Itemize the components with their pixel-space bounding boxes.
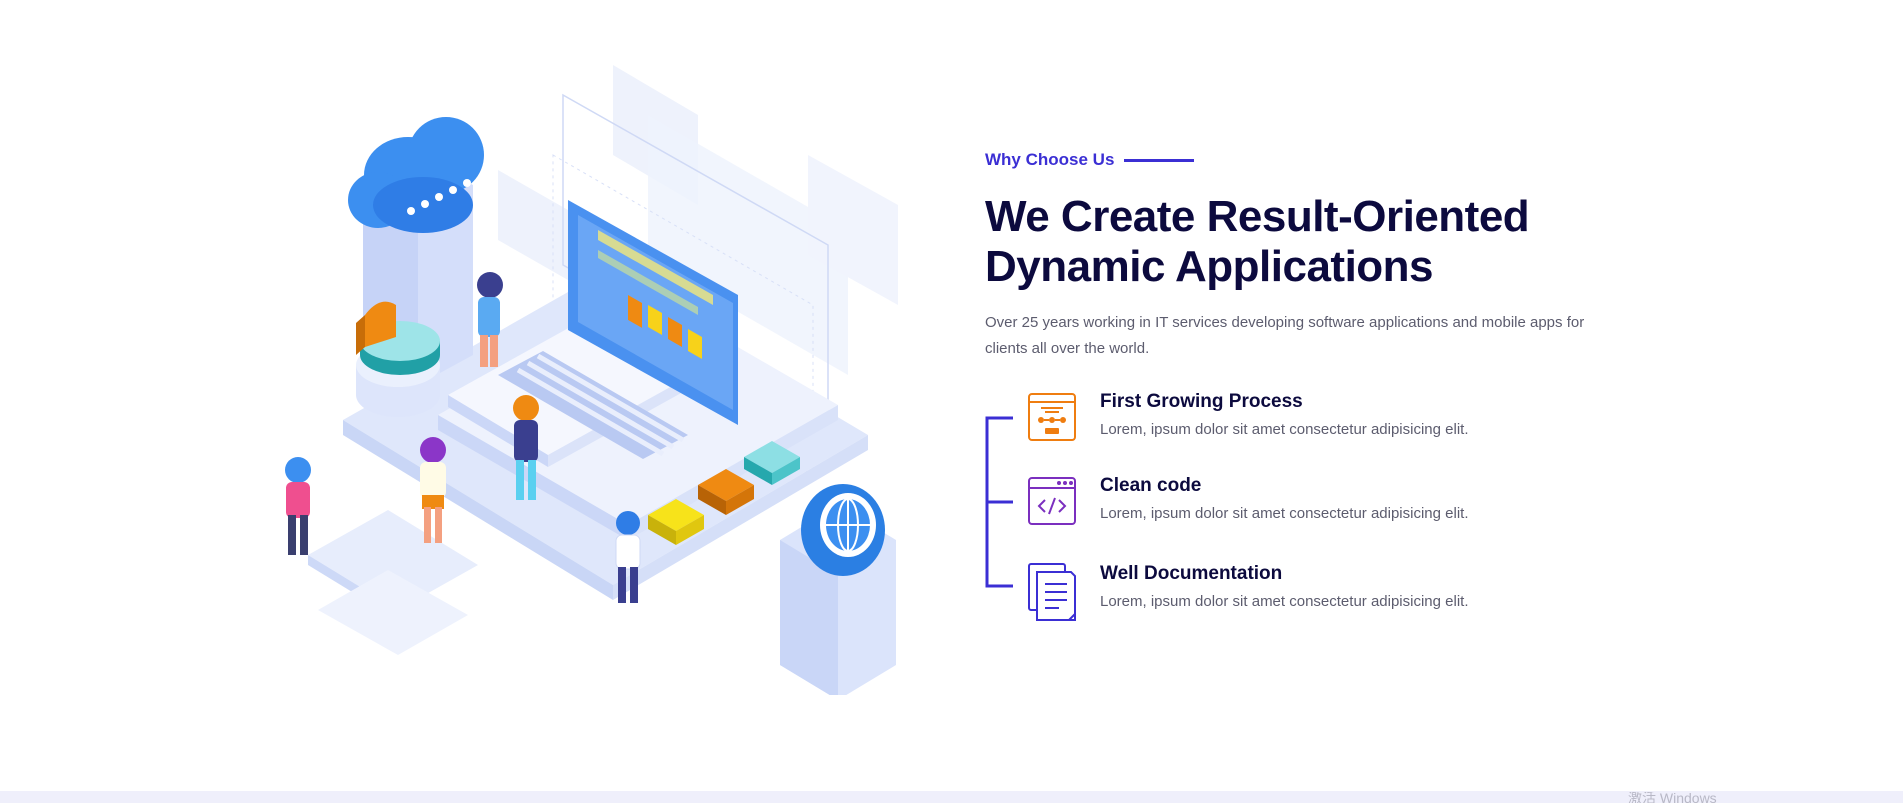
code-window-icon — [1028, 477, 1076, 525]
person-figure — [477, 272, 503, 367]
laptop-screen — [568, 200, 738, 425]
person-figure — [513, 395, 539, 500]
feature-item-clean-code: Clean code Lorem, ipsum dolor sit amet c… — [1025, 474, 1585, 534]
eyebrow-label: Why Choose Us — [985, 150, 1115, 169]
feature-title: Well Documentation — [1100, 563, 1283, 584]
feature-description: Lorem, ipsum dolor sit amet consectetur … — [1100, 421, 1469, 438]
section-title-line-2: Dynamic Applications — [985, 242, 1434, 291]
colored-blocks — [648, 441, 800, 545]
isometric-app-illustration — [285, 65, 898, 700]
feature-title: Clean code — [1100, 475, 1202, 496]
eyebrow-divider — [1124, 158, 1195, 162]
section-title-line-1: We Create Result-Oriented — [985, 192, 1530, 241]
feature-connector-bracket — [985, 416, 1013, 588]
feature-item-documentation: Well Documentation Lorem, ipsum dolor si… — [1025, 562, 1585, 622]
why-choose-us-section: Why Choose Us We Create Result-Oriented … — [985, 150, 1605, 621]
os-activation-watermark: 激活 Windows — [1628, 792, 1717, 803]
person-figure — [420, 437, 446, 543]
person-figure — [285, 457, 311, 555]
section-eyebrow: Why Choose Us — [985, 150, 1605, 170]
next-section-strip — [0, 791, 1903, 803]
section-title: We Create Result-Oriented Dynamic Applic… — [985, 192, 1605, 292]
documents-icon — [1028, 563, 1076, 621]
feature-description: Lorem, ipsum dolor sit amet consectetur … — [1100, 593, 1469, 610]
section-description: Over 25 years working in IT services dev… — [985, 314, 1585, 357]
feature-title: First Growing Process — [1100, 391, 1303, 412]
hero-illustration — [268, 55, 918, 700]
feature-description: Lorem, ipsum dolor sit amet consectetur … — [1100, 505, 1469, 522]
globe-icon — [801, 484, 885, 576]
process-icon — [1028, 393, 1076, 441]
cloud-icon — [348, 117, 484, 233]
pie-chart-icon — [356, 301, 440, 375]
feature-item-growing-process: First Growing Process Lorem, ipsum dolor… — [1025, 390, 1585, 450]
person-figure — [615, 511, 641, 603]
